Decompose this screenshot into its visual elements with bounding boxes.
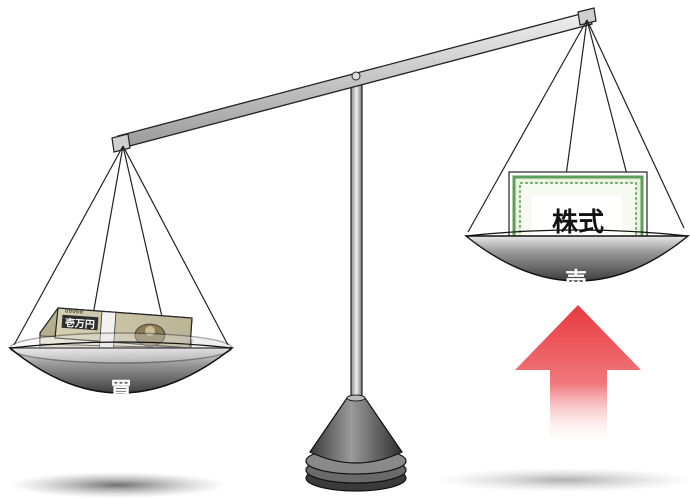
banknote-serial: 00000 <box>65 307 84 315</box>
scale-base <box>306 395 406 491</box>
right-floor-shadow <box>435 468 690 492</box>
left-pan-label: 買 <box>110 379 132 404</box>
upward-arrow-icon <box>515 305 641 448</box>
certificate-label: 株式 <box>552 208 604 238</box>
scale-pole <box>351 82 362 402</box>
left-floor-shadow <box>10 472 226 498</box>
right-pan-label: 売 <box>565 268 587 294</box>
